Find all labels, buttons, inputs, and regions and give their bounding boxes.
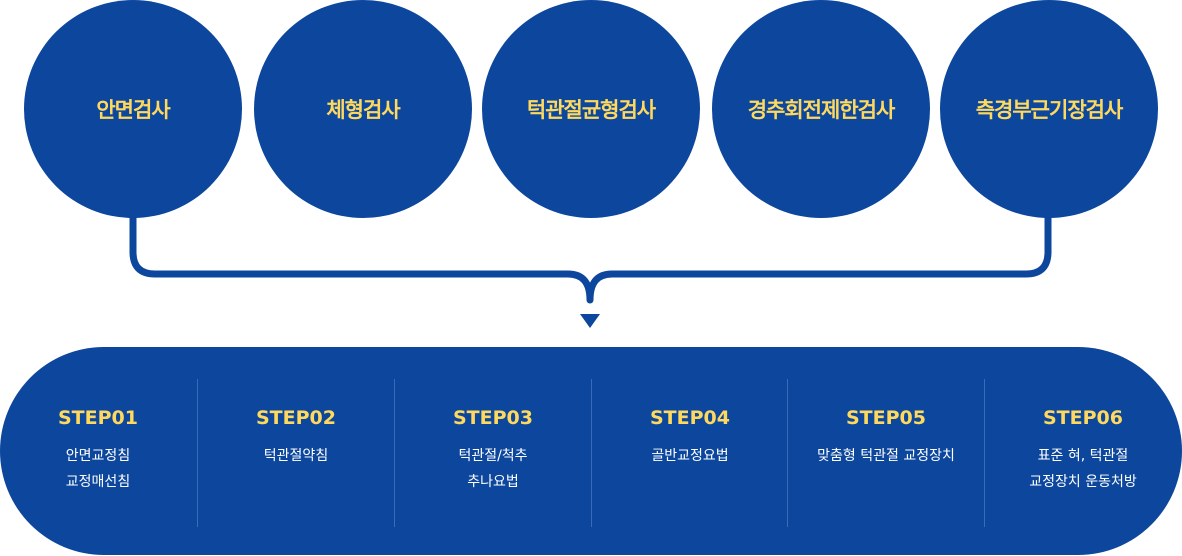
step-description: 턱관절/척추 추나요법 xyxy=(395,443,591,495)
exam-label: 경추회전제한검사 xyxy=(747,98,896,122)
step-desc-line: 안면교정침 xyxy=(65,448,131,464)
exam-circle-body: 체형검사 xyxy=(254,0,472,218)
step-02: STEP02 턱관절약침 xyxy=(198,347,394,555)
exam-circle-facial: 안면검사 xyxy=(24,0,242,218)
down-arrow-icon xyxy=(580,314,600,328)
step-desc-line: 추나요법 xyxy=(467,474,519,490)
step-desc-line: 골반교정요법 xyxy=(651,448,729,464)
step-description: 표준 혀, 턱관절 교정장치 운동처방 xyxy=(985,443,1181,495)
step-divider xyxy=(591,379,592,527)
step-divider xyxy=(394,379,395,527)
step-description: 골반교정요법 xyxy=(592,443,788,469)
step-divider xyxy=(984,379,985,527)
step-description: 안면교정침 교정매선침 xyxy=(0,443,196,495)
exam-label: 안면검사 xyxy=(96,98,170,122)
step-desc-line: 교정장치 운동처방 xyxy=(1029,474,1137,490)
step-description: 턱관절약침 xyxy=(198,443,394,469)
step-title: STEP06 xyxy=(1043,407,1123,429)
step-divider xyxy=(197,379,198,527)
step-desc-line: 턱관절/척추 xyxy=(458,448,528,464)
step-05: STEP05 맞춤형 턱관절 교정장치 xyxy=(788,347,984,555)
step-desc-line: 교정매선침 xyxy=(65,474,131,490)
exam-label: 체형검사 xyxy=(326,98,400,122)
step-description: 맞춤형 턱관절 교정장치 xyxy=(788,443,984,469)
exam-circle-cervical: 경추회전제한검사 xyxy=(712,0,930,218)
exam-circle-neck-muscle: 측경부근기장검사 xyxy=(940,0,1158,218)
brace-line xyxy=(129,214,1052,304)
connector-brace xyxy=(129,214,1052,328)
step-divider xyxy=(787,379,788,527)
step-desc-line: 턱관절약침 xyxy=(263,448,329,464)
step-01: STEP01 안면교정침 교정매선침 xyxy=(0,347,196,555)
exam-circle-tmj: 턱관절균형검사 xyxy=(482,0,700,218)
exam-label: 턱관절균형검사 xyxy=(526,98,656,122)
step-06: STEP06 표준 혀, 턱관절 교정장치 운동처방 xyxy=(985,347,1181,555)
step-03: STEP03 턱관절/척추 추나요법 xyxy=(395,347,591,555)
step-04: STEP04 골반교정요법 xyxy=(592,347,788,555)
step-desc-line: 맞춤형 턱관절 교정장치 xyxy=(817,448,955,464)
exam-label: 측경부근기장검사 xyxy=(975,98,1124,122)
step-title: STEP01 xyxy=(58,407,138,429)
step-title: STEP02 xyxy=(256,407,336,429)
steps-bar: STEP01 안면교정침 교정매선침 STEP02 턱관절약침 STEP03 턱… xyxy=(0,347,1182,555)
step-desc-line: 표준 혀, 턱관절 xyxy=(1037,448,1129,464)
step-title: STEP04 xyxy=(650,407,730,429)
step-title: STEP03 xyxy=(453,407,533,429)
step-title: STEP05 xyxy=(846,407,926,429)
